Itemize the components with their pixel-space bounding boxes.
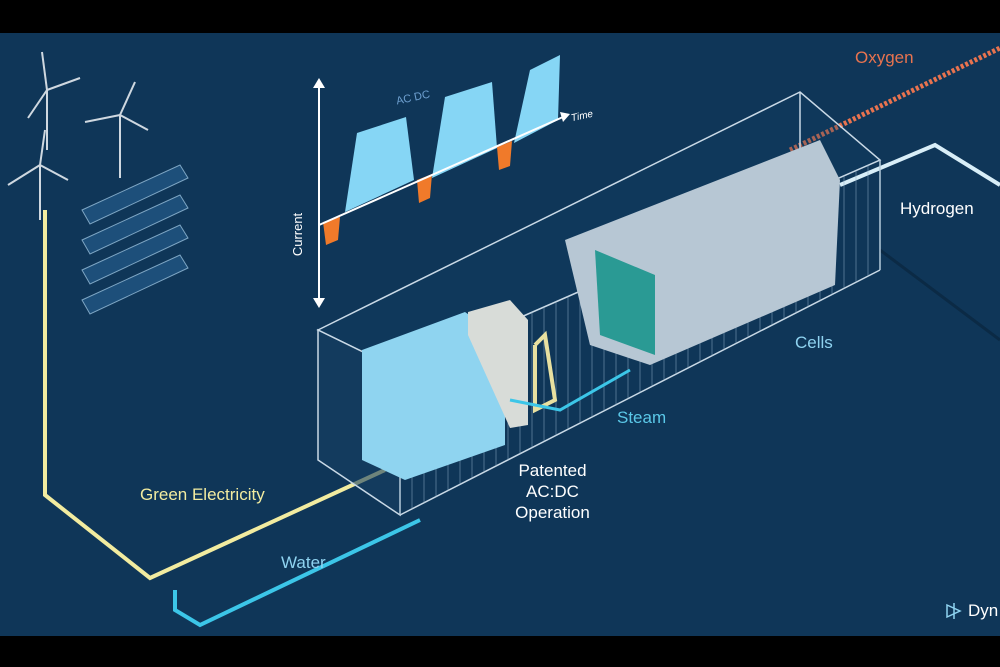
- logo-text: Dyn: [968, 601, 999, 620]
- time-axis: [318, 116, 564, 226]
- logo-icon: [946, 603, 962, 619]
- company-logo: Dyn: [944, 601, 998, 621]
- oxygen-label: Oxygen: [855, 48, 914, 67]
- oxygen-pipe: [788, 45, 1000, 153]
- dc-pulse: [432, 82, 497, 178]
- current-axis-arrow-up: [313, 78, 325, 88]
- hydrogen-pipe: [839, 142, 1000, 187]
- solar-panels-icon: [81, 164, 189, 315]
- ac-pulse: [417, 174, 432, 203]
- chart-ylabel: Current: [290, 212, 306, 257]
- dc-pulse: [345, 117, 414, 212]
- steam-label: Steam: [617, 408, 667, 427]
- steam-pipe: [533, 330, 558, 414]
- current-axis-arrow-down: [313, 298, 325, 308]
- electrolyser-illustration: AC DC Time Current Oxygen Hydrogen Cells…: [0, 33, 1000, 636]
- wind-turbine-icon: [7, 51, 149, 220]
- cells-label: Cells: [795, 333, 833, 352]
- water-label: Water: [281, 553, 326, 572]
- patented-line3: Operation: [515, 503, 590, 522]
- steam-line: [509, 368, 631, 412]
- green-electricity-label: Green Electricity: [140, 485, 265, 504]
- ac-pulse: [323, 217, 340, 245]
- steam-unit: [468, 300, 528, 428]
- dc-pulse: [514, 55, 560, 143]
- patented-line1: Patented: [518, 461, 587, 480]
- water-pipe: [173, 518, 421, 628]
- patented-line2: AC:DC: [526, 482, 579, 501]
- time-axis-arrow: [560, 112, 570, 122]
- ground-shadow: [879, 248, 1000, 342]
- patented-acdc-label: Patented AC:DC Operation: [505, 460, 600, 523]
- inset-chart: [313, 55, 570, 308]
- cell-stack: [595, 250, 655, 355]
- electricity-line: [43, 210, 386, 581]
- hydrogen-label: Hydrogen: [900, 199, 974, 218]
- ac-pulse: [497, 141, 512, 170]
- illustration-svg: [7, 45, 1000, 628]
- power-unit: [362, 312, 505, 480]
